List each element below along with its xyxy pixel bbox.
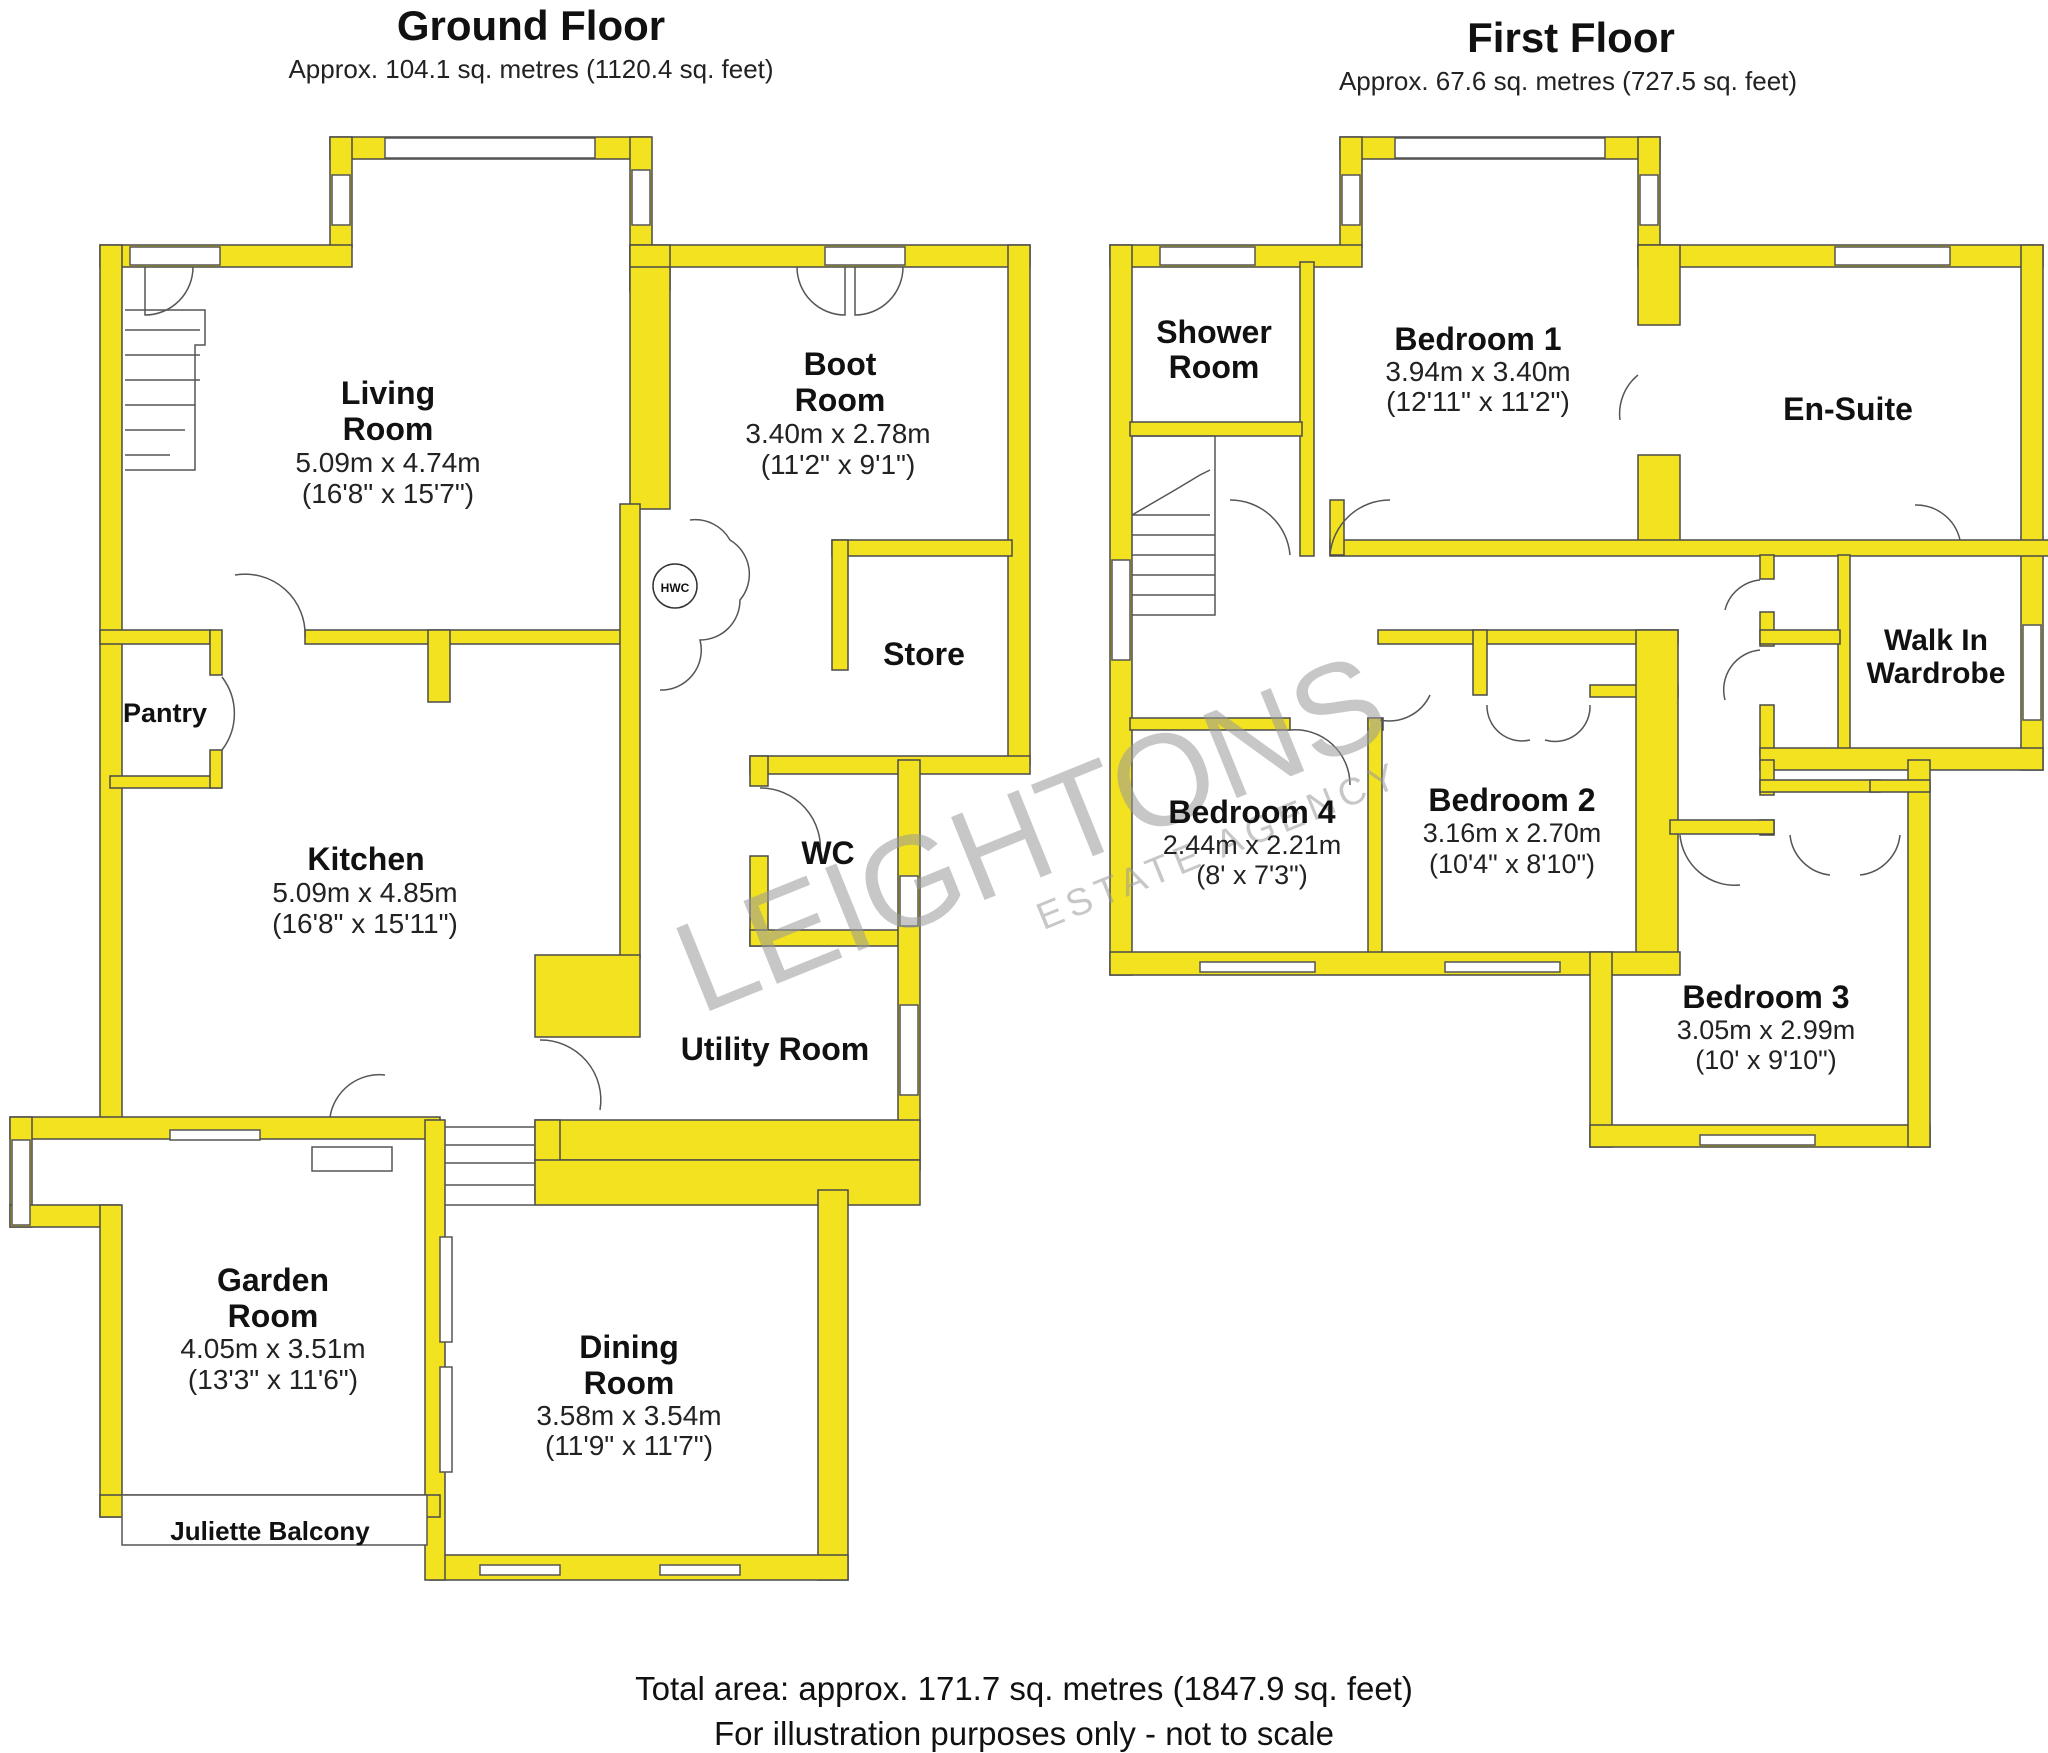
first-floor-area: Approx. 67.6 sq. metres (727.5 sq. feet) [1339,66,1797,96]
room-walk-in-wardrobe: Walk In Wardrobe [1867,624,2006,690]
room-shower-room: Shower Room [1156,314,1272,385]
room-dimensions-imperial: (16'8" x 15'11") [272,908,458,939]
room-juliette-balcony: Juliette Balcony [170,1516,370,1546]
disclaimer: For illustration purposes only - not to … [714,1715,1334,1752]
ground-floor-title: Ground Floor [397,2,665,49]
room-bedroom-4: Bedroom 4 2.44m x 2.21m (8' x 7'3") [1163,794,1342,890]
room-name: Room [228,1298,319,1334]
room-dimensions-metric: 5.09m x 4.85m [272,877,457,908]
room-name: Shower [1156,314,1272,350]
room-name: Wardrobe [1867,657,2006,690]
room-dimensions-metric: 3.40m x 2.78m [745,418,930,449]
room-boot-room: Boot Room 3.40m x 2.78m (11'2" x 9'1") [745,346,930,480]
first-floor-title: First Floor [1467,14,1675,61]
room-name: Walk In [1884,624,1988,657]
room-name: Living [341,375,435,411]
room-wc: WC [801,835,854,871]
room-dimensions-imperial: (8' x 7'3") [1196,860,1307,890]
ground-floor-heading: Ground Floor Approx. 104.1 sq. metres (1… [288,2,773,84]
room-dimensions-metric: 4.05m x 3.51m [180,1333,365,1364]
room-name: Room [1169,349,1260,385]
room-dimensions-metric: 5.09m x 4.74m [295,447,480,478]
room-dining-room: Dining Room 3.58m x 3.54m (11'9" x 11'7"… [536,1329,721,1461]
first-floor-doors [1131,374,1961,886]
first-floor-plan [1109,136,2048,1148]
room-name: Garden [217,1262,329,1298]
room-hwc: HWC [661,581,690,595]
room-name: Boot [804,346,877,382]
room-en-suite: En-Suite [1783,391,1913,427]
room-bedroom-2: Bedroom 2 3.16m x 2.70m (10'4" x 8'10") [1423,782,1602,879]
room-dimensions-imperial: (13'3" x 11'6") [188,1364,358,1395]
first-floor-heading: First Floor Approx. 67.6 sq. metres (727… [1339,14,1797,96]
room-bedroom-3: Bedroom 3 3.05m x 2.99m (10' x 9'10") [1677,979,1856,1075]
room-dimensions-imperial: (10' x 9'10") [1695,1045,1836,1075]
room-dimensions-imperial: (11'9" x 11'7") [545,1430,713,1461]
room-dimensions-metric: 3.16m x 2.70m [1423,818,1602,848]
room-name: Bedroom 1 [1394,321,1561,357]
room-dimensions-imperial: (16'8" x 15'7") [302,478,474,509]
room-dimensions-imperial: (12'11" x 11'2") [1386,386,1570,417]
total-area: Total area: approx. 171.7 sq. metres (18… [635,1670,1413,1707]
room-dimensions-metric: 3.58m x 3.54m [536,1400,721,1431]
ground-floor-windows [11,137,919,1576]
ground-floor-plan [9,136,1031,1581]
room-dimensions-imperial: (10'4" x 8'10") [1429,849,1595,879]
room-living-room: Living Room 5.09m x 4.74m (16'8" x 15'7"… [295,375,480,509]
room-dimensions-imperial: (11'2" x 9'1") [761,449,916,480]
room-name: Room [343,411,434,447]
room-name: Room [584,1365,675,1401]
room-utility-room: Utility Room [681,1031,869,1067]
room-dimensions-metric: 3.94m x 3.40m [1385,356,1570,387]
room-store: Store [883,636,965,672]
footer: Total area: approx. 171.7 sq. metres (18… [635,1670,1413,1752]
room-name: Bedroom 4 [1168,794,1335,830]
ground-floor-area: Approx. 104.1 sq. metres (1120.4 sq. fee… [288,54,773,84]
room-kitchen: Kitchen 5.09m x 4.85m (16'8" x 15'11") [272,841,458,939]
room-dimensions-metric: 2.44m x 2.21m [1163,830,1342,860]
room-name: Bedroom 3 [1682,979,1849,1015]
room-name: Kitchen [307,841,424,877]
room-name: Room [795,382,886,418]
room-pantry: Pantry [123,698,207,728]
room-bedroom-1: Bedroom 1 3.94m x 3.40m (12'11" x 11'2") [1385,321,1570,417]
room-name: Bedroom 2 [1428,782,1595,818]
first-floor-windows [1111,137,2042,1146]
room-garden-room: Garden Room 4.05m x 3.51m (13'3" x 11'6"… [180,1262,365,1395]
room-dimensions-metric: 3.05m x 2.99m [1677,1015,1856,1045]
ground-floor-doors [125,266,904,1206]
room-name: Dining [579,1329,679,1365]
